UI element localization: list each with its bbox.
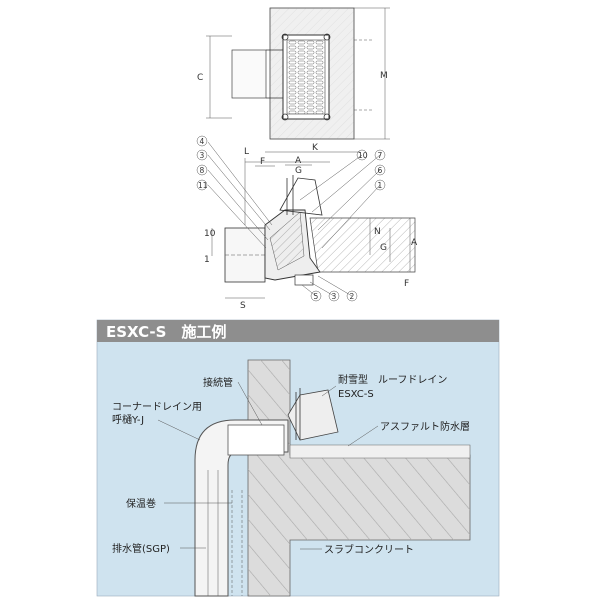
svg-text:10: 10 — [358, 151, 368, 160]
svg-text:1: 1 — [378, 181, 383, 190]
label-slab: スラブコンクリート — [324, 543, 414, 556]
callout: 3 — [196, 149, 208, 161]
label-joint-name: コーナードレイン用 — [112, 401, 202, 413]
callout: 8 — [196, 164, 208, 176]
callout: 2 — [346, 290, 358, 302]
svg-text:8: 8 — [200, 166, 205, 175]
drain-dome — [279, 177, 323, 216]
dim-g-right: G — [380, 243, 387, 253]
dim-c: C — [197, 73, 203, 83]
svg-text:11: 11 — [198, 181, 208, 190]
svg-text:3: 3 — [200, 151, 205, 160]
dim-m: M — [380, 71, 388, 81]
label-insulation: 保温巻 — [126, 497, 156, 510]
svg-text:6: 6 — [378, 166, 383, 175]
bolt-icon — [281, 113, 289, 121]
callout: 6 — [374, 164, 386, 176]
bolt-icon — [323, 33, 331, 41]
label-asphalt: アスファルト防水層 — [380, 420, 470, 433]
svg-text:3: 3 — [332, 292, 337, 301]
dim-k: K — [312, 143, 319, 153]
callout: 7 — [374, 149, 386, 161]
label-joint-model: 呼樋Y-J — [112, 413, 144, 426]
section-view: L F K A G N G A 10 1 S F 4 3 8 11 — [196, 135, 418, 311]
connection-pipe — [227, 424, 285, 456]
dim-one: 1 — [204, 255, 210, 265]
dim-small-f: F — [404, 279, 409, 289]
svg-text:5: 5 — [314, 292, 319, 301]
svg-text:4: 4 — [200, 137, 205, 146]
label-drain-pipe: 排水管(SGP) — [112, 542, 170, 555]
dim-a-right: A — [411, 238, 418, 248]
callout: 5 — [310, 290, 322, 302]
dim-l: L — [244, 147, 249, 157]
callout: 10 — [356, 149, 368, 161]
svg-text:7: 7 — [378, 151, 383, 160]
label-connection-pipe: 接続管 — [203, 376, 233, 389]
grate-pattern — [286, 39, 326, 115]
dim-s: S — [240, 301, 246, 311]
drain-head — [287, 389, 339, 441]
side-outlet — [231, 49, 267, 99]
example-title: ESXC-S 施工例 — [106, 323, 226, 341]
example-panel: ESXC-S 施工例 接続管 耐雪型 ルーフドレイン ESXC-S コーナードレ… — [96, 319, 500, 597]
plan-view: C M — [197, 7, 390, 140]
bolt-icon — [281, 33, 289, 41]
svg-text:2: 2 — [350, 292, 355, 301]
section-slab — [309, 217, 416, 273]
label-drain-model: ESXC-S — [338, 389, 374, 400]
dim-g-top: G — [295, 166, 302, 176]
callout: 1 — [374, 179, 386, 191]
bolt-icon — [323, 113, 331, 121]
callout: 4 — [196, 135, 208, 147]
dim-ten: 10 — [204, 229, 216, 239]
callout: 11 — [196, 179, 208, 191]
dim-n: N — [374, 227, 381, 237]
example-header — [97, 320, 499, 342]
waterproof-layer — [289, 444, 471, 459]
label-drain-type: 耐雪型 ルーフドレイン — [338, 373, 447, 386]
callout: 3 — [328, 290, 340, 302]
dim-a-top: A — [295, 156, 302, 166]
dim-f: F — [260, 157, 265, 167]
